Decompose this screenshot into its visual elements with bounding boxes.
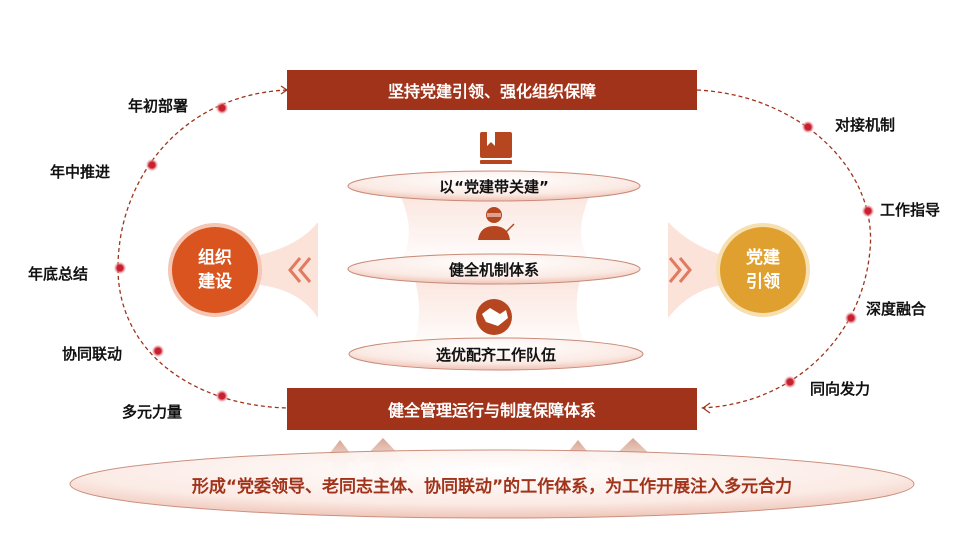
footer-text: 形成“党委领导、老同志主体、协同联动”的工作体系，为工作开展注入多元合力 <box>191 477 793 497</box>
label-coordination: 协同联动 <box>62 345 123 363</box>
label-diverse-forces: 多元力量 <box>122 403 183 421</box>
pillar-label-3: 选优配齐工作队伍 <box>435 346 557 364</box>
circle-text: 引领 <box>746 272 780 292</box>
party-leading-circle: 党建引领 <box>720 227 806 313</box>
label-docking: 对接机制 <box>835 116 896 134</box>
label-integration: 深度融合 <box>866 300 927 318</box>
pillar-ellipse-3 <box>348 337 644 371</box>
pillar-ellipse-1 <box>347 170 641 202</box>
label-guidance: 工作指导 <box>880 201 941 219</box>
label-year-end: 年底总结 <box>28 265 89 283</box>
org-building-circle: 组织建设 <box>172 227 258 313</box>
handshake-icon <box>476 299 512 335</box>
circle-text: 组织 <box>198 248 232 268</box>
top-banner-text: 坚持党建引领、强化组织保障 <box>387 82 596 101</box>
left-cycle-arc <box>117 89 288 409</box>
book-icon <box>480 132 512 164</box>
right-cycle-arc <box>696 89 872 409</box>
person-icon <box>478 207 515 240</box>
label-mid-year: 年中推进 <box>50 163 111 181</box>
bottom-banner: 健全管理运行与制度保障体系 <box>287 388 697 430</box>
pillar-label-1: 以“党建带关建” <box>439 178 549 196</box>
label-early-year: 年初部署 <box>128 97 189 115</box>
label-same-direction: 同向发力 <box>810 380 871 398</box>
circle-text: 建设 <box>198 272 232 292</box>
footer-ellipse <box>69 449 915 519</box>
bottom-banner-text: 健全管理运行与制度保障体系 <box>387 401 596 420</box>
right-flare <box>668 222 722 318</box>
circle-text: 党建 <box>746 248 780 268</box>
pillar-ellipse-2 <box>347 253 641 285</box>
timeline-dots <box>114 102 874 402</box>
top-banner: 坚持党建引领、强化组织保障 <box>287 70 697 110</box>
pillar-label-2: 健全机制体系 <box>448 261 540 279</box>
